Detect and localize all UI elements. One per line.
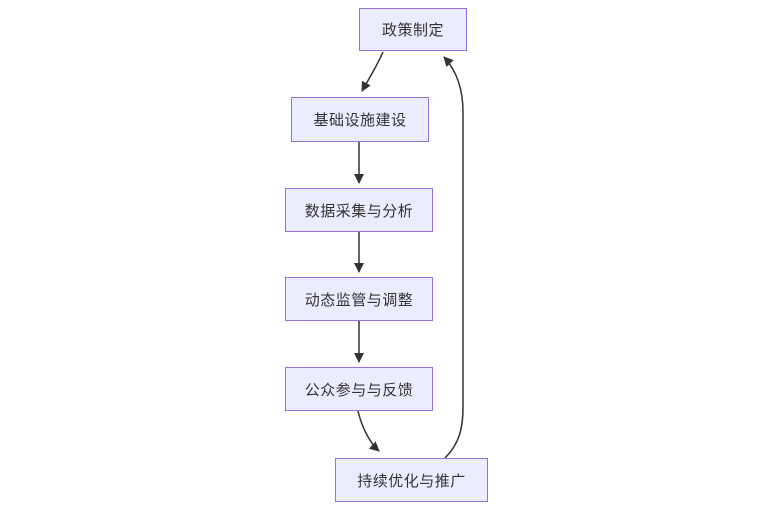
flow-node-supervision: 动态监管与调整 <box>285 277 433 321</box>
flow-node-infrastructure: 基础设施建设 <box>291 97 429 142</box>
flow-node-optimization-label: 持续优化与推广 <box>357 472 466 490</box>
flow-node-public-feedback: 公众参与与反馈 <box>285 367 433 411</box>
flow-node-data-analysis: 数据采集与分析 <box>285 188 433 232</box>
flow-node-policy-label: 政策制定 <box>381 22 444 39</box>
flow-node-data-analysis-label: 数据采集与分析 <box>304 202 414 220</box>
flow-node-supervision-label: 动态监管与调整 <box>304 291 414 309</box>
edge-policy-to-infrastructure <box>361 51 384 92</box>
flow-node-public-feedback-label: 公众参与与反馈 <box>304 381 414 399</box>
flow-node-policy: 政策制定 <box>359 8 467 51</box>
edge-public-to-optimization <box>357 410 380 452</box>
flow-node-infrastructure-label: 基础设施建设 <box>313 112 407 129</box>
edge-optimization-to-policy-loop <box>443 56 464 459</box>
flow-node-optimization: 持续优化与推广 <box>335 458 488 502</box>
